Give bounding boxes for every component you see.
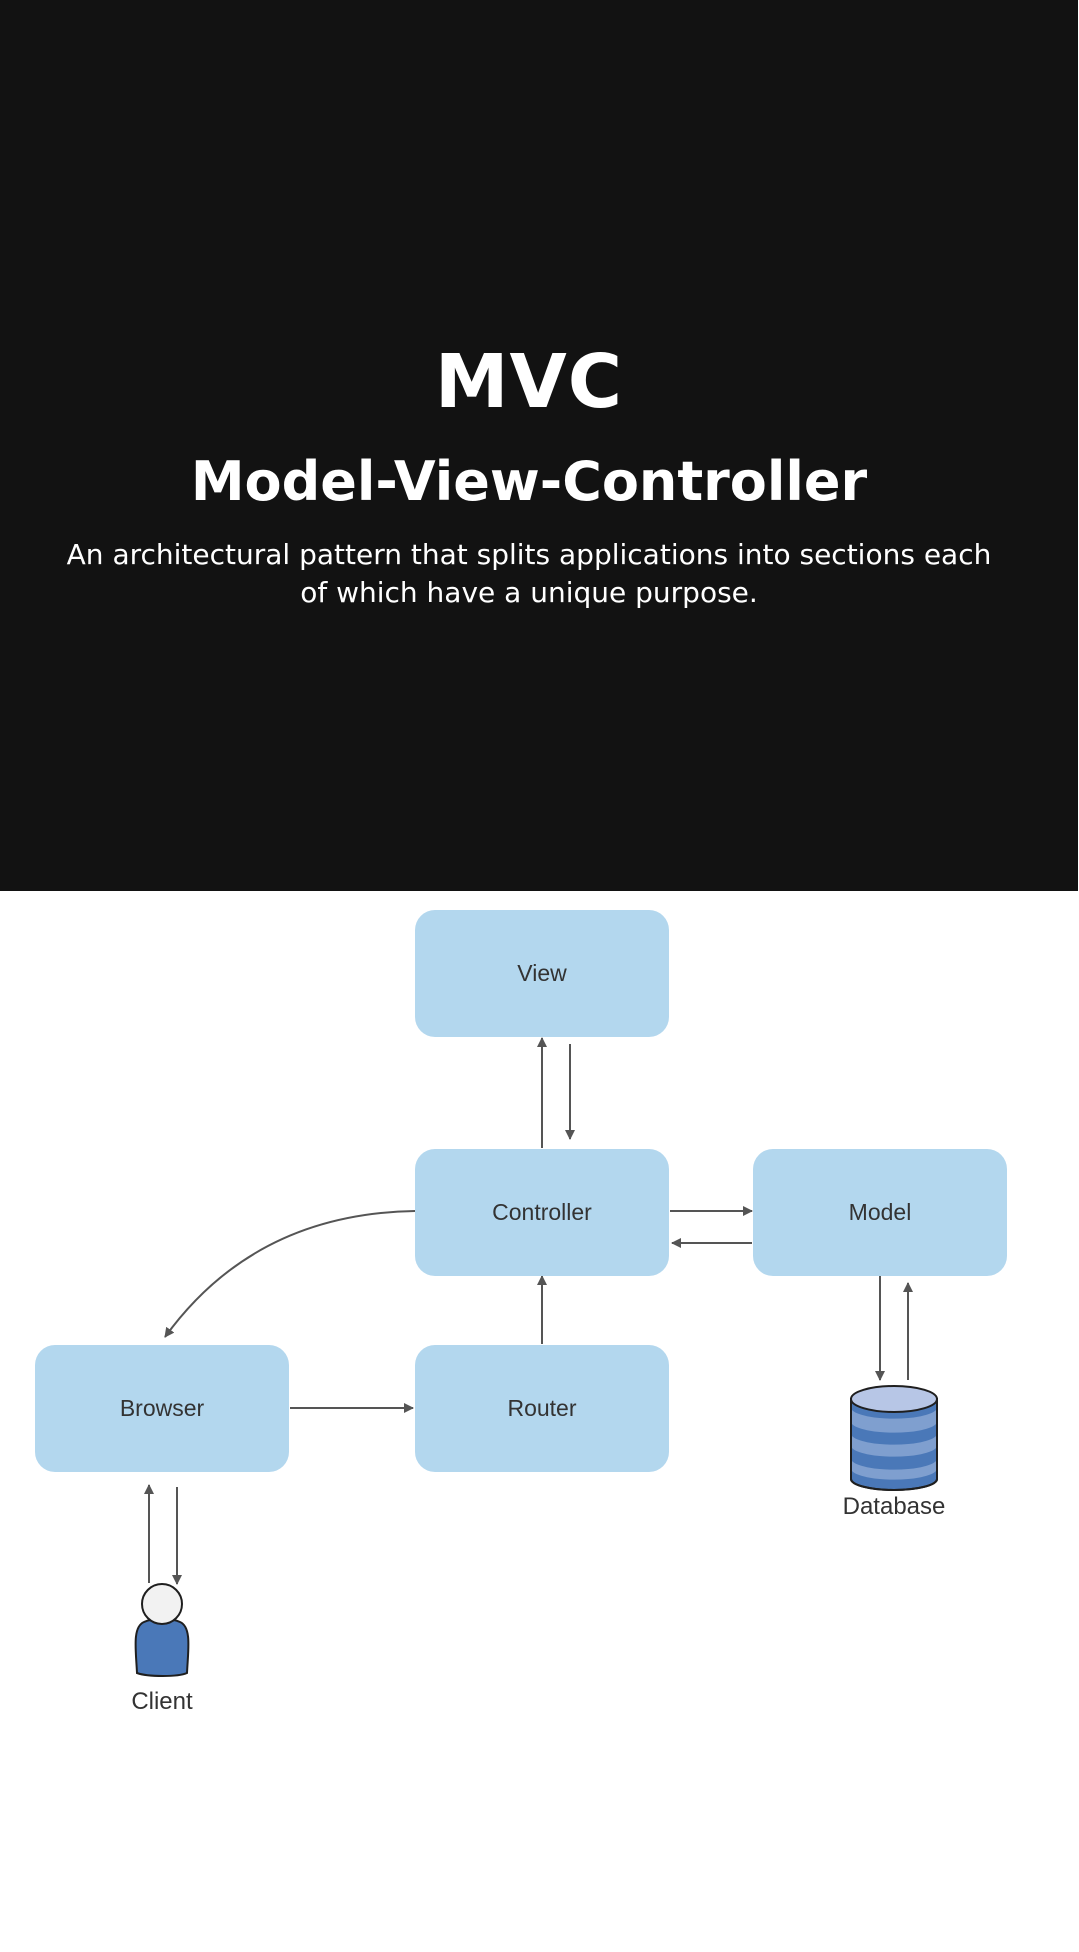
diagram-connectors: [134, 1037, 938, 1677]
controller-label: Controller: [492, 1199, 592, 1225]
client-label: Client: [131, 1688, 193, 1715]
hero-section: MVC Model-View-Controller An architectur…: [0, 0, 1078, 891]
router-label: Router: [507, 1395, 577, 1421]
page-description: An architectural pattern that splits app…: [66, 538, 992, 609]
arrow-controller-to-browser: [164, 1210, 416, 1338]
page-title: MVC: [434, 339, 624, 425]
database-icon: [850, 1385, 938, 1491]
browser-node: Browser: [35, 1345, 289, 1472]
person-icon: [134, 1583, 190, 1677]
view-label: View: [517, 960, 567, 986]
view-node: View: [415, 910, 669, 1037]
database-label: Database: [842, 1493, 946, 1520]
model-node: Model: [753, 1149, 1007, 1276]
router-node: Router: [415, 1345, 669, 1472]
mvc-diagram: View Controller Model Browser Router Dat…: [0, 891, 1079, 1952]
model-label: Model: [848, 1199, 912, 1225]
page-subtitle: Model-View-Controller: [190, 450, 868, 513]
controller-node: Controller: [415, 1149, 669, 1276]
browser-label: Browser: [119, 1395, 205, 1421]
